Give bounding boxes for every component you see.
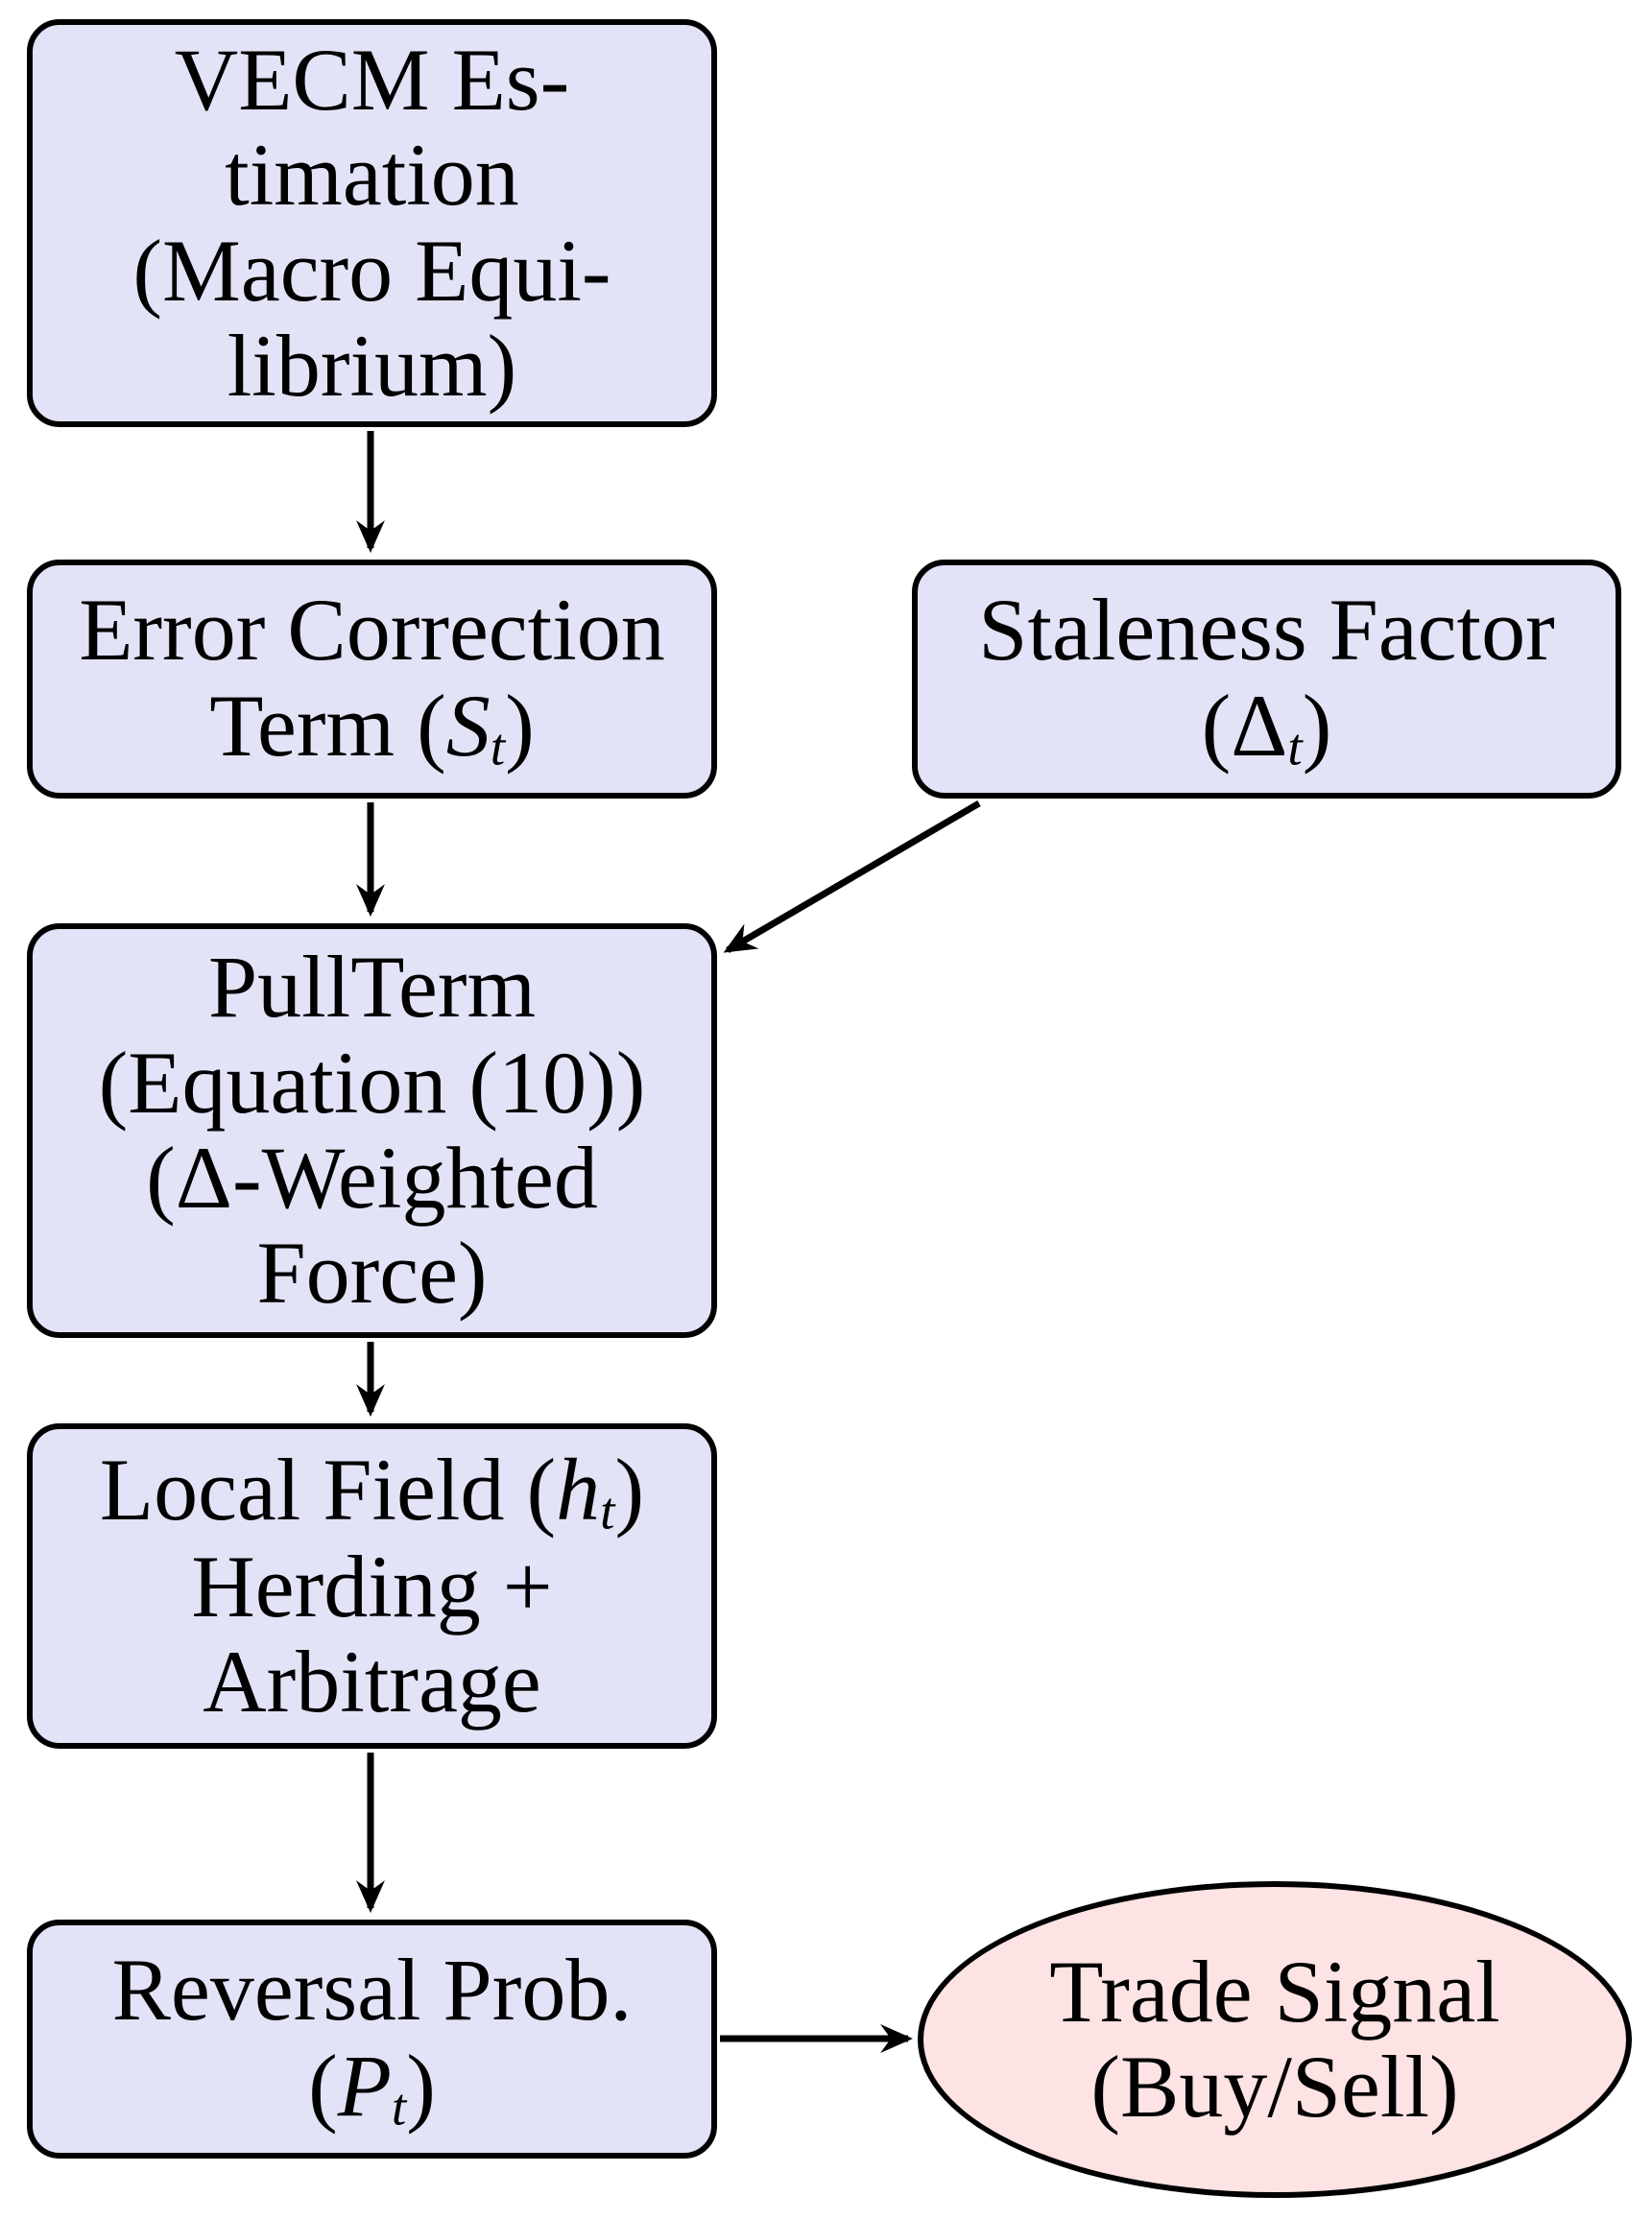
- node-vecm-estimation: VECM Es-timation(Macro Equi-librium): [27, 19, 717, 427]
- arrow-staleness-to-pullterm: [723, 800, 981, 954]
- node-label-line: Herding +: [191, 1537, 553, 1635]
- node-label-line: Term (St): [209, 676, 535, 776]
- node-label-line: (Δt): [1201, 676, 1332, 776]
- node-label-line: (Buy/Sell): [1090, 2038, 1459, 2136]
- node-label-line: (Macro Equi-: [132, 221, 611, 320]
- node-label-line: Reversal Prob.: [111, 1941, 633, 2040]
- node-label-line: Error Correction: [79, 581, 665, 680]
- node-local-field: Local Field (ht)Herding +Arbitrage: [27, 1423, 717, 1749]
- node-label-line: Staleness Factor: [978, 581, 1555, 680]
- node-trade-signal: Trade Signal(Buy/Sell): [918, 1881, 1632, 2198]
- node-label-line: (Pt): [308, 2036, 436, 2136]
- node-label-line: Trade Signal: [1049, 1942, 1500, 2041]
- node-label-line: Arbitrage: [203, 1633, 541, 1731]
- node-label-line: timation: [225, 126, 519, 225]
- node-label-line: (Equation (10)): [98, 1033, 646, 1132]
- node-label-line: PullTerm: [207, 938, 537, 1037]
- node-label-line: Force): [256, 1224, 488, 1323]
- node-label-line: Local Field (ht): [99, 1440, 645, 1540]
- node-label-line: (Δ-Weighted: [146, 1129, 598, 1227]
- node-label-line: VECM Es-: [174, 30, 570, 129]
- node-label-line: librium): [227, 316, 517, 415]
- node-reversal-probability: Reversal Prob.(Pt): [27, 1920, 717, 2159]
- node-staleness-factor: Staleness Factor(Δt): [912, 560, 1621, 799]
